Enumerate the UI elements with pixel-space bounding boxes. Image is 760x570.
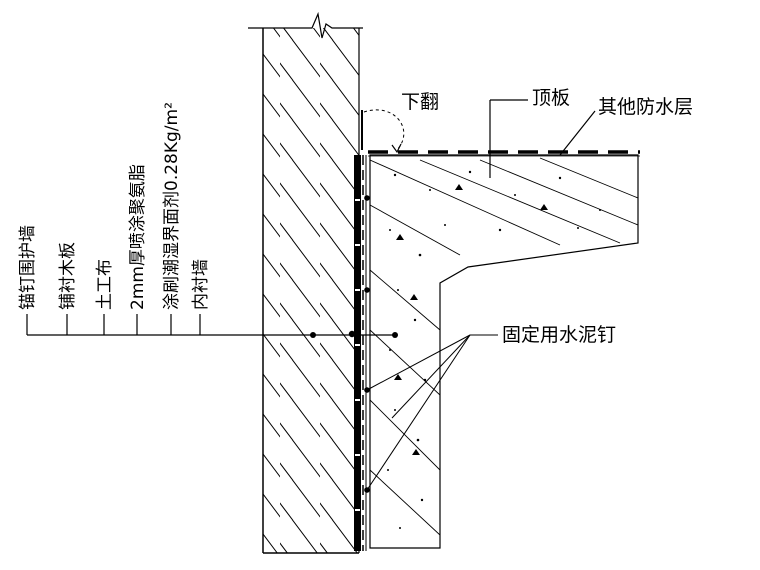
layer-label-anchor-wall: 锚钉围护墙 — [18, 225, 38, 310]
layer-strip — [354, 155, 367, 551]
other-waterproof-pointer — [559, 110, 596, 156]
other-waterproof-layer — [368, 150, 640, 157]
leader-dots — [310, 332, 398, 338]
layer-label-polyurethane: 2mm厚喷涂聚氨脂 — [128, 164, 148, 310]
flip-down-label: 下翻 — [401, 91, 439, 113]
concrete-stipple — [387, 170, 601, 529]
layer-label-geotextile: 土工布 — [95, 259, 115, 310]
nail-leaders — [366, 334, 498, 491]
layer-leader-line — [26, 314, 394, 336]
fixing-nails-label: 固定用水泥钉 — [502, 324, 616, 346]
layer-label-interface-agent: 涂刷潮湿界面剂0.28Kg/m² — [162, 102, 182, 310]
roof-slab-pointer — [489, 99, 528, 178]
layer-label-wood-board: 铺衬木板 — [58, 242, 78, 310]
retaining-wall — [248, 11, 363, 554]
board-joints — [355, 199, 360, 511]
roof-slab-label: 顶板 — [532, 87, 570, 109]
roof-slab-and-lining-wall — [369, 154, 639, 549]
flip-down-symbol — [361, 109, 405, 154]
layer-label-lining-wall: 内衬墙 — [191, 259, 211, 310]
other-waterproof-label: 其他防水层 — [598, 96, 693, 118]
